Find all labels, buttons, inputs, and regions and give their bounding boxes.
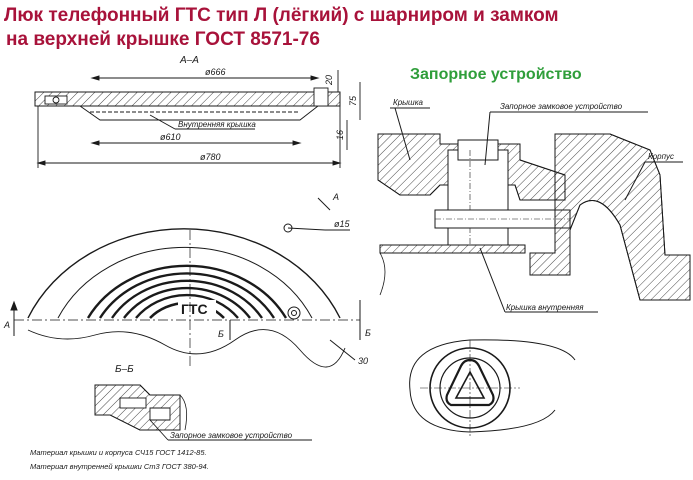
section-b-b-label: Б–Б xyxy=(115,364,134,375)
arrow-b-right: Б xyxy=(365,328,371,338)
section-b-b: Б–Б Запорное замковое устройство xyxy=(94,364,312,441)
dim-d666: ø666 xyxy=(205,67,226,77)
section-a-a-label: А–А xyxy=(179,55,199,66)
arrow-b-center: Б xyxy=(218,329,224,339)
lock-device-label-bottom: Запорное замковое устройство xyxy=(170,431,293,440)
material-note-2: Материал внутренней крышки Ст3 ГОСТ 380-… xyxy=(30,462,209,471)
detail-body-label: Корпус xyxy=(648,152,674,161)
material-note-1: Материал крышки и корпуса СЧ15 ГОСТ 1412… xyxy=(30,448,207,457)
page-title-line2: на верхней крышке ГОСТ 8571-76 xyxy=(6,29,320,50)
dim-d610: ø610 xyxy=(160,132,181,142)
detail-inner-cover-label: Крышка внутренняя xyxy=(506,303,584,312)
lock-top-view xyxy=(409,339,576,436)
gts-marking: ГТС xyxy=(181,301,208,317)
lock-heading: Запорное устройство xyxy=(410,66,582,83)
arrow-a-top: А xyxy=(332,192,339,202)
section-a-a: А–А ø666 Внутренняя крышка ø610 ø780 xyxy=(34,55,361,168)
detail-cover-label: Крышка xyxy=(393,98,423,107)
dim-hole-d15: ø15 xyxy=(334,219,351,229)
dim-h16: 16 xyxy=(335,130,345,140)
page-title-line1: Люк телефонный ГТС тип Л (лёгкий) с шарн… xyxy=(4,5,559,26)
inner-cover-label-top: Внутренняя крышка xyxy=(178,120,256,129)
detail-lock-device-label: Запорное замковое устройство xyxy=(500,102,623,111)
dim-d780: ø780 xyxy=(200,152,221,162)
dim-h75: 75 xyxy=(348,95,358,106)
dim-h20: 20 xyxy=(324,75,334,86)
dim-angle-30: 30 xyxy=(358,356,368,366)
plan-view: ГТС А А Б Б ø15 30 xyxy=(3,192,371,368)
lock-detail: Крышка Запорное замковое устройство Корп… xyxy=(377,98,691,313)
arrow-a-left: А xyxy=(3,320,10,330)
